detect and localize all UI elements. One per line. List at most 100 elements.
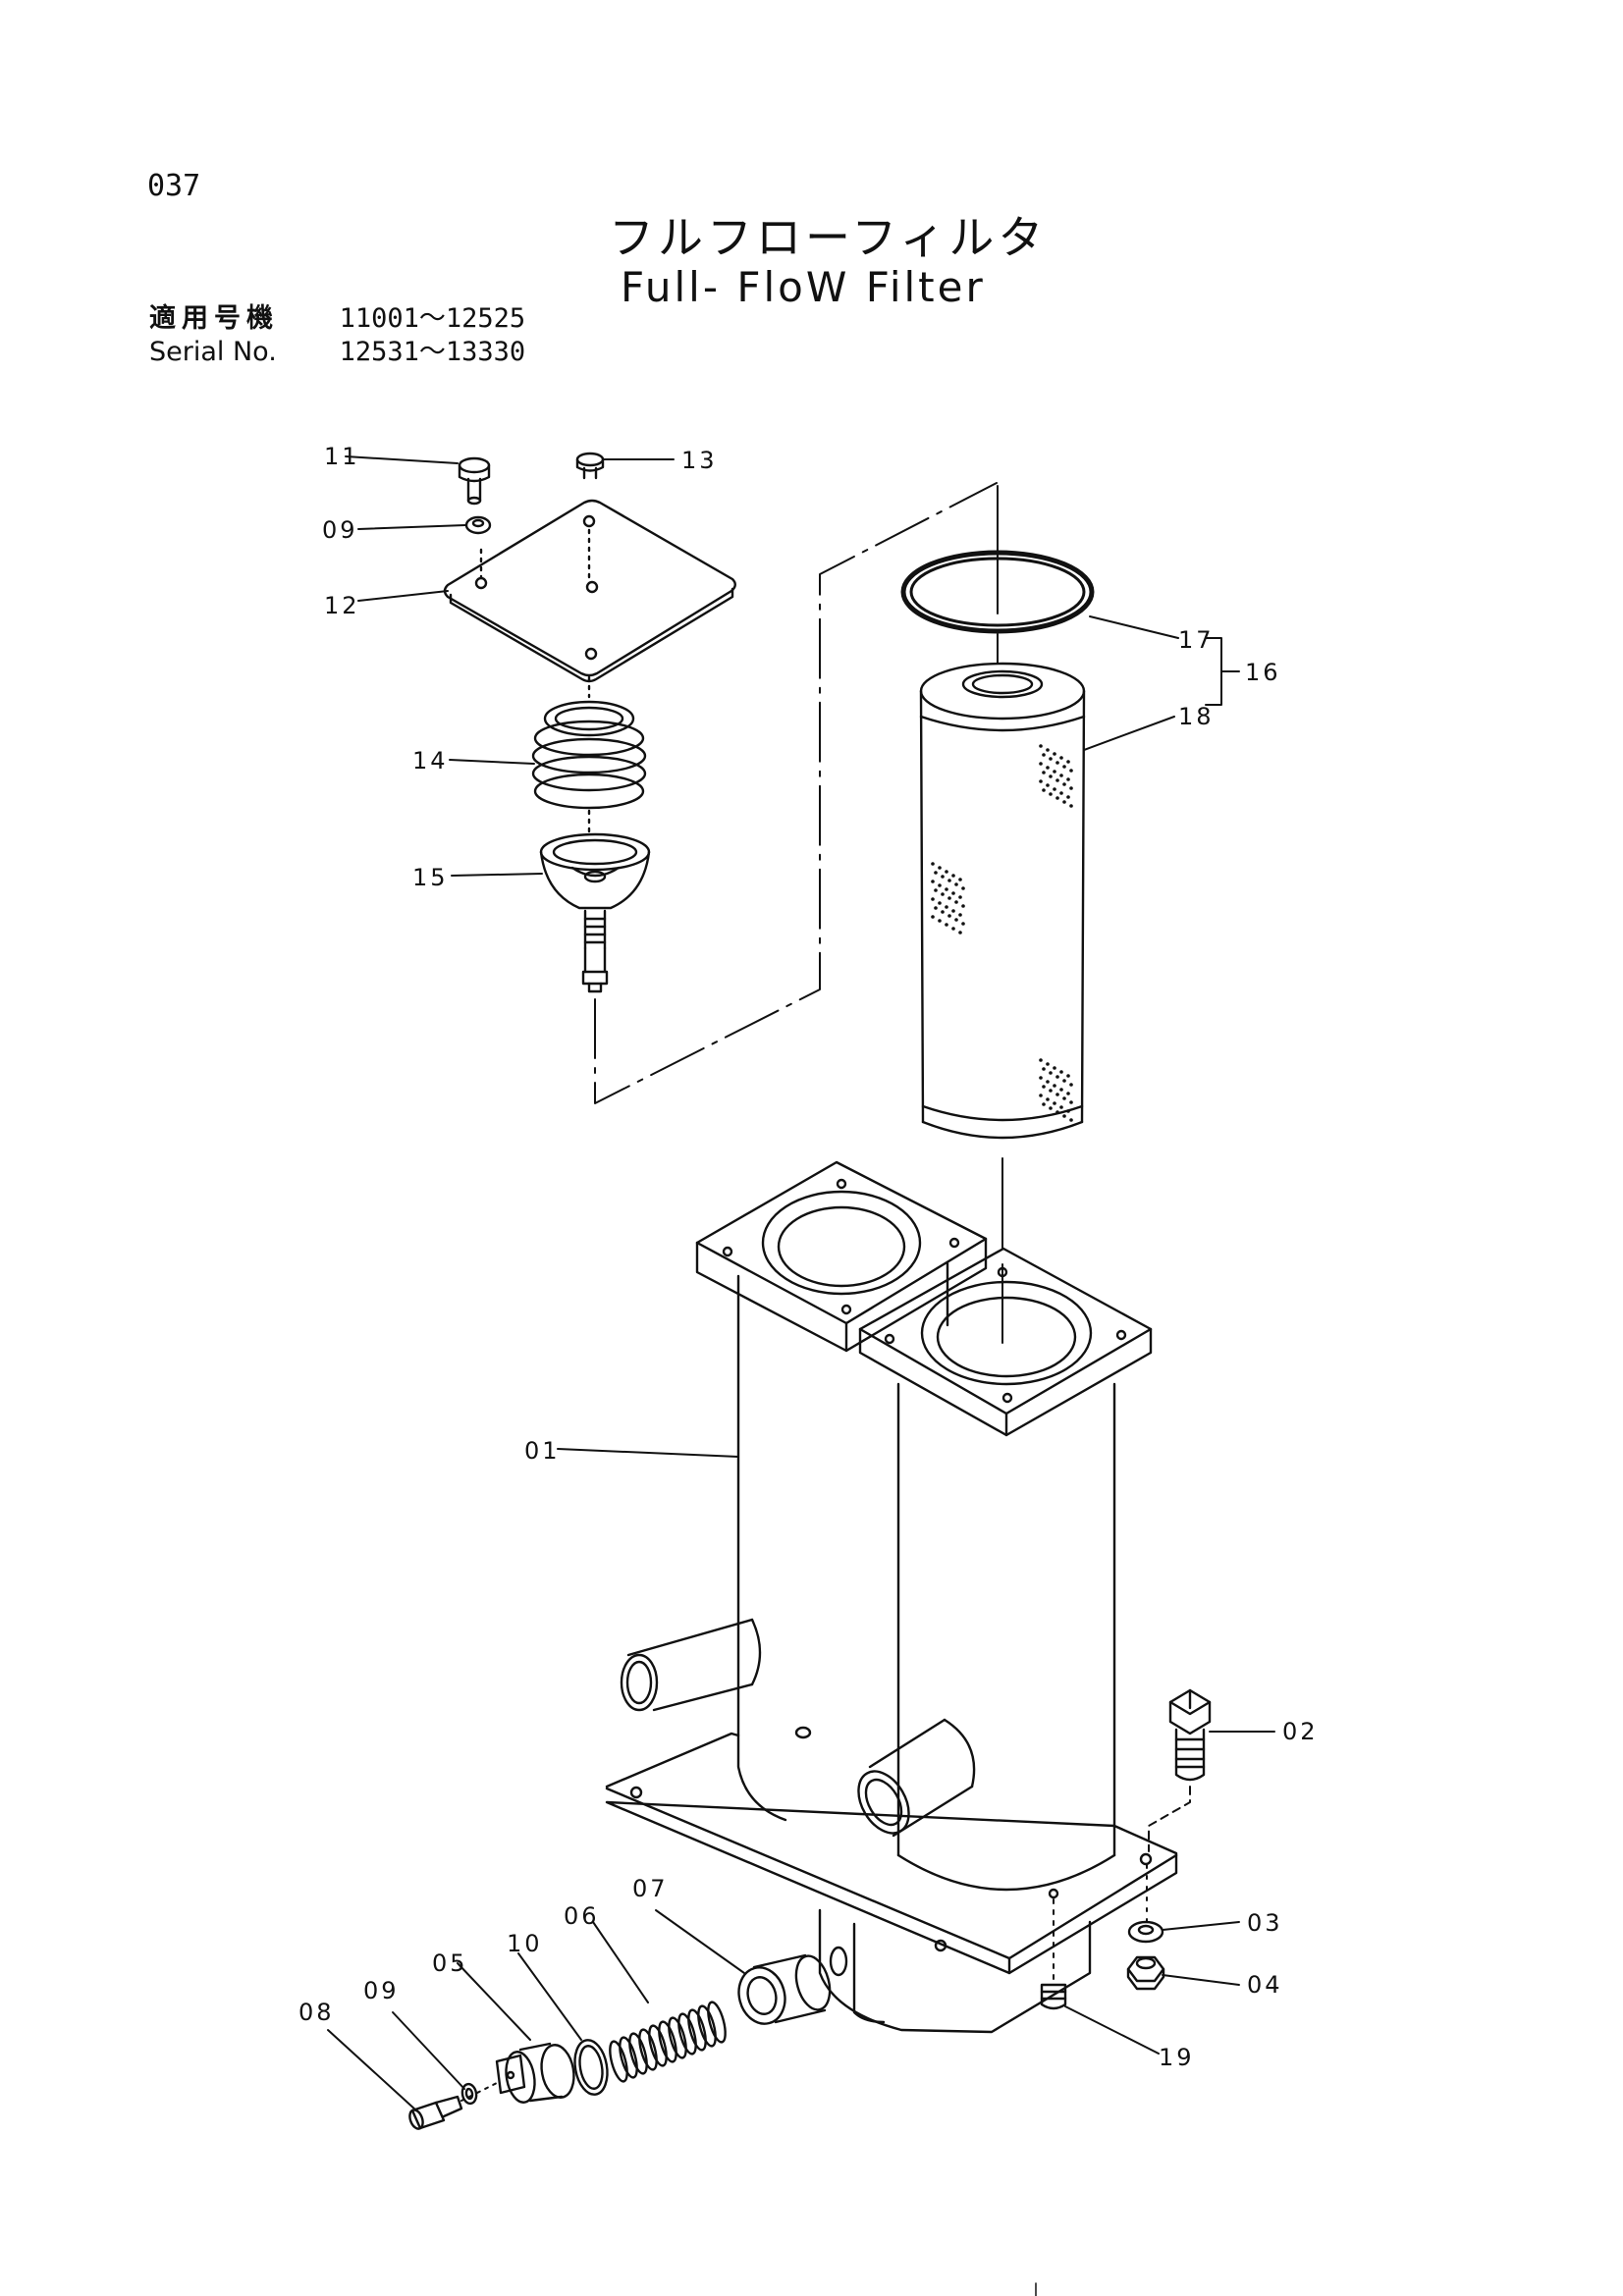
plug-19 — [1040, 1983, 1067, 2010]
perforation-dot — [1046, 1097, 1050, 1101]
perforation-dot — [934, 906, 938, 910]
perforation-dot — [1049, 1106, 1053, 1110]
perforation-dot — [1042, 1067, 1046, 1071]
perforation-dot — [938, 901, 942, 905]
perforation-dot — [1049, 1071, 1053, 1075]
perforation-dot — [1062, 1096, 1066, 1100]
perforation-dot — [1049, 757, 1053, 761]
perforation-dot — [958, 931, 962, 934]
perforation-dot — [945, 870, 948, 874]
perforation-dot — [931, 862, 935, 866]
perforation-dot — [954, 882, 958, 886]
washer-03 — [1127, 1920, 1164, 1944]
perforation-dot — [1053, 770, 1056, 774]
perforation-dot — [931, 880, 935, 883]
perforation-dot — [961, 922, 965, 926]
perforation-dot — [958, 913, 962, 917]
valve-to-ring-centerline — [594, 482, 998, 1104]
perforation-dot — [1049, 774, 1053, 778]
serial-label-en: Serial No. — [149, 337, 277, 367]
perforation-dot — [1042, 1102, 1046, 1106]
perforation-dot — [1039, 1058, 1043, 1062]
callout-09-top: 09 — [322, 516, 358, 544]
perforation-dot — [1055, 1093, 1059, 1096]
perforation-dot — [1046, 766, 1050, 770]
perforation-dot — [958, 878, 962, 881]
perforation-dot — [1066, 795, 1070, 799]
spring-coil — [628, 2032, 648, 2075]
perforation-dot — [1069, 1083, 1073, 1087]
callout-leaders — [327, 455, 1275, 2111]
perforation-dot — [1059, 756, 1063, 760]
bolt-08 — [408, 2095, 463, 2130]
perforation-dot — [938, 866, 942, 870]
washer-09-top — [464, 515, 492, 535]
perforation-dot — [1062, 1079, 1066, 1083]
filter-element-18 — [919, 662, 1086, 1140]
callout-11: 11 — [324, 443, 360, 470]
perforation-dot — [1066, 1109, 1070, 1113]
spring-coil — [638, 2028, 658, 2071]
callout-17: 17 — [1178, 626, 1215, 654]
perforation-dot — [1039, 762, 1043, 766]
perforation-dot — [1055, 1110, 1059, 1114]
callout-labels: 11 13 09 12 14 15 17 16 18 01 02 03 04 1… — [298, 443, 1316, 2071]
perforation-dot — [1049, 792, 1053, 796]
perforation-dot — [1069, 804, 1073, 808]
spring-coil — [677, 2012, 697, 2056]
callout-07: 07 — [632, 1875, 669, 1902]
perforation-dot — [945, 923, 948, 927]
perforation-dot — [958, 895, 962, 899]
perforation-dot — [1039, 744, 1043, 748]
perforation-dot — [1069, 1100, 1073, 1104]
callout-03: 03 — [1247, 1909, 1283, 1937]
spring-coil — [609, 2040, 628, 2083]
perforation-dot — [941, 892, 945, 896]
perforation-dot — [1053, 752, 1056, 756]
perforation-dot — [954, 918, 958, 922]
perforation-dot — [1069, 1118, 1073, 1122]
title-english: Full- FloW Filter — [621, 263, 986, 311]
perforation-dot — [941, 910, 945, 914]
perforation-dot — [961, 904, 965, 908]
serial-label-jp: 適用号機 — [149, 303, 279, 334]
spring-coil — [707, 2001, 727, 2044]
callout-05: 05 — [432, 1949, 468, 1977]
perforation-dot — [1039, 1076, 1043, 1080]
serial-range-2: 12531～13330 — [339, 337, 526, 367]
snap-ring-10 — [573, 2039, 609, 2096]
perforation-dot — [934, 871, 938, 875]
cover-center-line — [479, 528, 591, 699]
housing-01 — [605, 1160, 1178, 2034]
callout-12: 12 — [324, 592, 360, 619]
perforation-dot — [1046, 1062, 1050, 1066]
perforation-dot — [1053, 1084, 1056, 1088]
perforation-dot — [1062, 765, 1066, 769]
perforation-dot — [934, 888, 938, 892]
callout-14: 14 — [412, 747, 449, 774]
perforation-dot — [1062, 800, 1066, 804]
spring-coil — [687, 2008, 707, 2052]
spring-14 — [531, 700, 647, 810]
perforation-dot — [1062, 782, 1066, 786]
callout-08: 08 — [298, 1999, 335, 2026]
callout-19: 19 — [1159, 2044, 1195, 2071]
perforation-dot — [1059, 1105, 1063, 1109]
perforation-dot — [1053, 1101, 1056, 1105]
callout-16: 16 — [1245, 659, 1281, 686]
perforation-dot — [947, 879, 951, 882]
perforation-dot — [947, 914, 951, 918]
perforation-dot — [951, 927, 955, 931]
perforation-dot — [1039, 1094, 1043, 1097]
sleeve-07 — [737, 1953, 832, 2025]
bolt-02-leader — [1148, 1786, 1191, 1852]
serial-row-en: Serial No. 12531～13330 — [149, 330, 525, 368]
perforation-dot — [1055, 796, 1059, 800]
perforation-dot — [954, 900, 958, 904]
perforation-dot — [951, 874, 955, 878]
perforation-dot — [1062, 1114, 1066, 1118]
perforation-dot — [1055, 761, 1059, 765]
perforation-dot — [1042, 771, 1046, 774]
bolt-02 — [1168, 1688, 1212, 1782]
